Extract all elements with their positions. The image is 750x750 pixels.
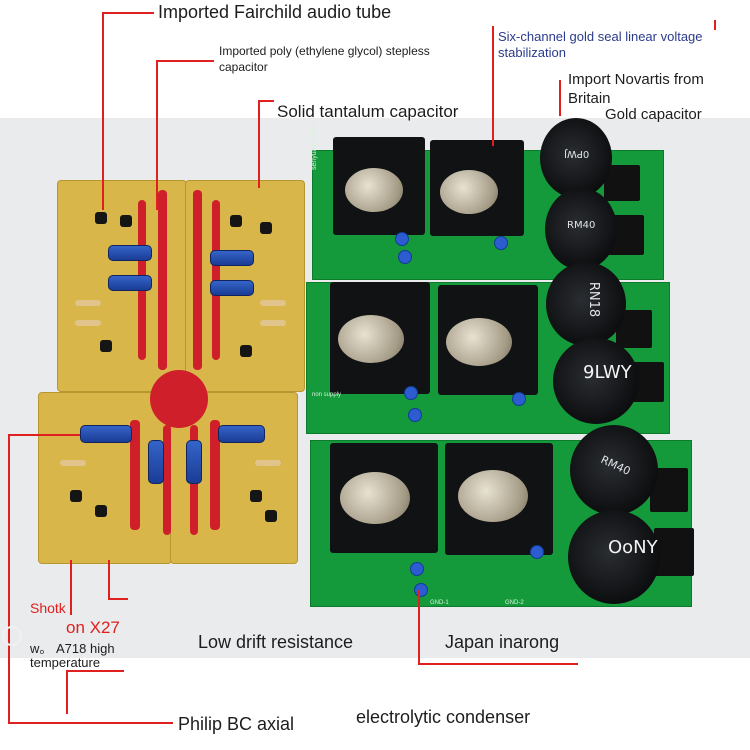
transistor [265, 510, 277, 522]
pcb-trace [158, 190, 167, 370]
annotation-line [102, 12, 154, 14]
pcb-trace-star-ground [150, 370, 208, 428]
label-on-x27: on X27 [66, 618, 120, 637]
filter-capacitor: RM40 [570, 425, 658, 515]
annotation-line [156, 60, 214, 62]
blue-capacitor [210, 280, 254, 296]
pcb-trace [193, 190, 202, 370]
resistor [60, 460, 86, 466]
blue-capacitor [186, 440, 202, 484]
filter-capacitor: 0PWJ [540, 118, 612, 198]
transistor [95, 505, 107, 517]
power-transistor [338, 315, 404, 363]
label-fairchild-audio-tube: Imported Fairchild audio tube [158, 2, 392, 22]
small-electrolytic-capacitor [408, 408, 422, 422]
annotation-line [102, 12, 104, 210]
annotation-line [418, 590, 420, 664]
capacitor-label: RN18 [586, 281, 602, 318]
label-electrolytic-condenser: electrolytic condenser [356, 707, 531, 727]
label-japan-inarong: Japan inarong [445, 632, 560, 652]
annotation-line [714, 20, 716, 30]
transistor [70, 490, 82, 502]
transistor [260, 222, 272, 234]
blue-capacitor [80, 425, 132, 443]
annotation-line [108, 598, 128, 600]
annotation-line [66, 670, 68, 714]
power-transistor [446, 318, 512, 366]
pcb-trace [210, 420, 220, 530]
pcb-trace [130, 420, 140, 530]
capacitor-label: OoNY [608, 537, 658, 558]
transistor [250, 490, 262, 502]
annotation-line [258, 100, 274, 102]
capacitor-label: RM40 [598, 453, 633, 478]
label-tantalum-capacitor: Solid tantalum capacitor [277, 102, 459, 121]
small-electrolytic-capacitor [398, 250, 412, 264]
annotation-line [70, 560, 72, 615]
capacitor-label: 9LWY [583, 362, 632, 383]
small-electrolytic-capacitor [414, 583, 428, 597]
label-a718-line1: w。 A718 high [30, 641, 115, 656]
label-a718-line2: temperature [30, 655, 101, 670]
annotation-line [108, 560, 110, 600]
transistor [100, 340, 112, 352]
pcb-trace [163, 425, 171, 535]
small-electrolytic-capacitor [494, 236, 508, 250]
label-six-channel-line1: Six-channel gold seal linear voltage [498, 29, 703, 44]
power-transistor [345, 168, 403, 212]
label-six-channel-line2: stabilization [498, 45, 566, 60]
annotation-line [8, 434, 10, 724]
power-transistor [340, 472, 410, 524]
resistor [75, 300, 101, 306]
label-gold-capacitor: Gold capacitor [605, 106, 702, 123]
filter-capacitor: OoNY [568, 510, 660, 604]
relay [654, 528, 694, 576]
blue-capacitor [108, 245, 152, 261]
label-philip-bc-axial: Philip BC axial [178, 714, 295, 734]
annotation-line [66, 670, 124, 672]
capacitor-label: RM40 [567, 220, 596, 231]
small-electrolytic-capacitor [512, 392, 526, 406]
annotation-line [559, 80, 561, 116]
blue-capacitor [218, 425, 265, 443]
small-electrolytic-capacitor [530, 545, 544, 559]
capacitor-label: 0PWJ [564, 148, 590, 159]
power-transistor [440, 170, 498, 214]
annotation-line [156, 60, 158, 210]
label-novartis-line1: Import Novartis from [568, 71, 704, 88]
psu-gnd2-text: GND-2 [505, 600, 524, 606]
transistor [120, 215, 132, 227]
transistor [230, 215, 242, 227]
filter-capacitor: RM40 [545, 188, 617, 270]
filter-capacitor: RN18 [546, 262, 626, 346]
psu-supply-text: non supply [312, 392, 342, 398]
resistor [260, 320, 286, 326]
annotation-line [258, 100, 260, 188]
annotation-line [418, 663, 578, 665]
small-electrolytic-capacitor [395, 232, 409, 246]
label-shotk: Shotk [30, 600, 66, 616]
annotation-line [8, 434, 80, 436]
annotation-line [492, 26, 494, 146]
label-poly-capacitor-line2: capacitor [219, 60, 268, 74]
annotation-line [8, 722, 173, 724]
resistor [260, 300, 286, 306]
small-electrolytic-capacitor [404, 386, 418, 400]
label-low-drift-resistance: Low drift resistance [198, 632, 354, 652]
watermark-circle-icon [2, 626, 22, 646]
filter-capacitor: 9LWY [553, 338, 639, 424]
psu-gnd1-text: GND-1 [430, 600, 449, 606]
resistor [255, 460, 281, 466]
blue-capacitor [148, 440, 164, 484]
blue-capacitor [210, 250, 254, 266]
resistor [75, 320, 101, 326]
psu-brand-text: senyuan audio [311, 124, 318, 170]
small-electrolytic-capacitor [410, 562, 424, 576]
transistor [95, 212, 107, 224]
label-novartis-line2: Britain [568, 90, 611, 107]
power-transistor [458, 470, 528, 522]
label-poly-capacitor-line1: Imported poly (ethylene glycol) stepless [219, 44, 430, 58]
blue-capacitor [108, 275, 152, 291]
transistor [240, 345, 252, 357]
